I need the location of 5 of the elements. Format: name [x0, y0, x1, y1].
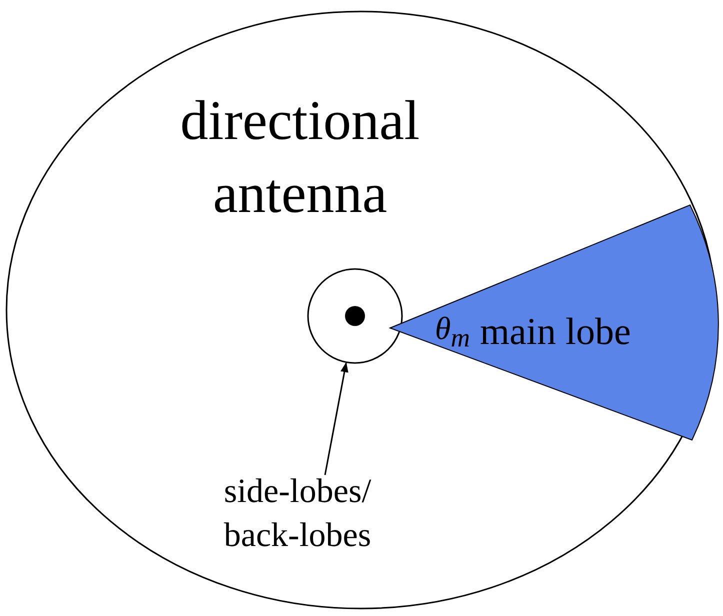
antenna-title: directional antenna	[179, 89, 421, 227]
main-lobe-label: main lobe	[480, 310, 632, 355]
side-lobes-label: side-lobes/ back-lobes	[222, 472, 372, 556]
leader-arrow	[324, 362, 348, 476]
angle-symbol: θ$_{m}$	[435, 309, 471, 354]
